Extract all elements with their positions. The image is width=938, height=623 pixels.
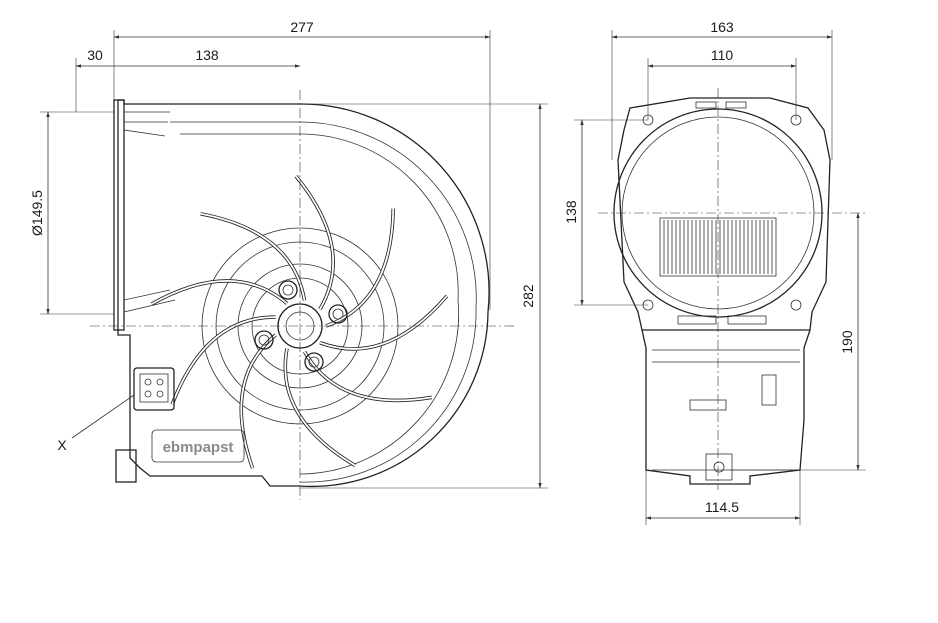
front-view: ebmpapst [90, 90, 515, 500]
impeller-blade-inner [240, 334, 277, 469]
impeller-blades [150, 174, 449, 469]
scroll-inner-line-2 [170, 121, 477, 483]
dim-flange-offset: 30 [87, 47, 103, 63]
connector-housing [133, 367, 175, 411]
dim-axis-offset: 138 [195, 47, 219, 63]
motor-connector [705, 453, 733, 481]
dim-hole-spacing: 110 [711, 47, 734, 63]
dim-overall-height: 282 [520, 284, 536, 308]
callout-connector-x: X [57, 437, 67, 453]
impeller-blade-inner [171, 316, 276, 405]
dim-side-width: 163 [710, 19, 734, 35]
dim-overall-width: 277 [290, 19, 314, 35]
impeller-blade-inner [303, 351, 433, 402]
front-dimensions: 277 30 138 Ø149.5 282 X [29, 19, 548, 489]
brand-logo: ebmpapst [163, 439, 234, 456]
screw-heads [254, 280, 348, 372]
side-view [598, 88, 866, 490]
impeller-blade-inner [200, 212, 306, 301]
impeller-blade-inner [295, 175, 335, 310]
side-frame [617, 97, 831, 331]
impeller-blade-inner [284, 348, 356, 467]
dim-motor-width: 114.5 [705, 499, 739, 515]
dim-axis-height: 138 [563, 200, 579, 224]
dim-inlet-diameter: Ø149.5 [29, 190, 45, 236]
dim-motor-height: 190 [839, 330, 855, 354]
impeller-blade-inner [325, 208, 395, 327]
inlet-ring [613, 108, 823, 318]
inlet-flange [113, 99, 125, 331]
logo-plate [151, 429, 245, 463]
impeller-blade-inner [151, 280, 288, 305]
impeller-blade-inner [319, 295, 448, 350]
scroll-housing-outline [117, 99, 490, 488]
scroll-inner-line [180, 133, 459, 475]
motor-housing [641, 329, 811, 485]
side-dimensions: 163 110 138 190 114.5 [563, 19, 866, 525]
mount-hole [790, 299, 802, 311]
